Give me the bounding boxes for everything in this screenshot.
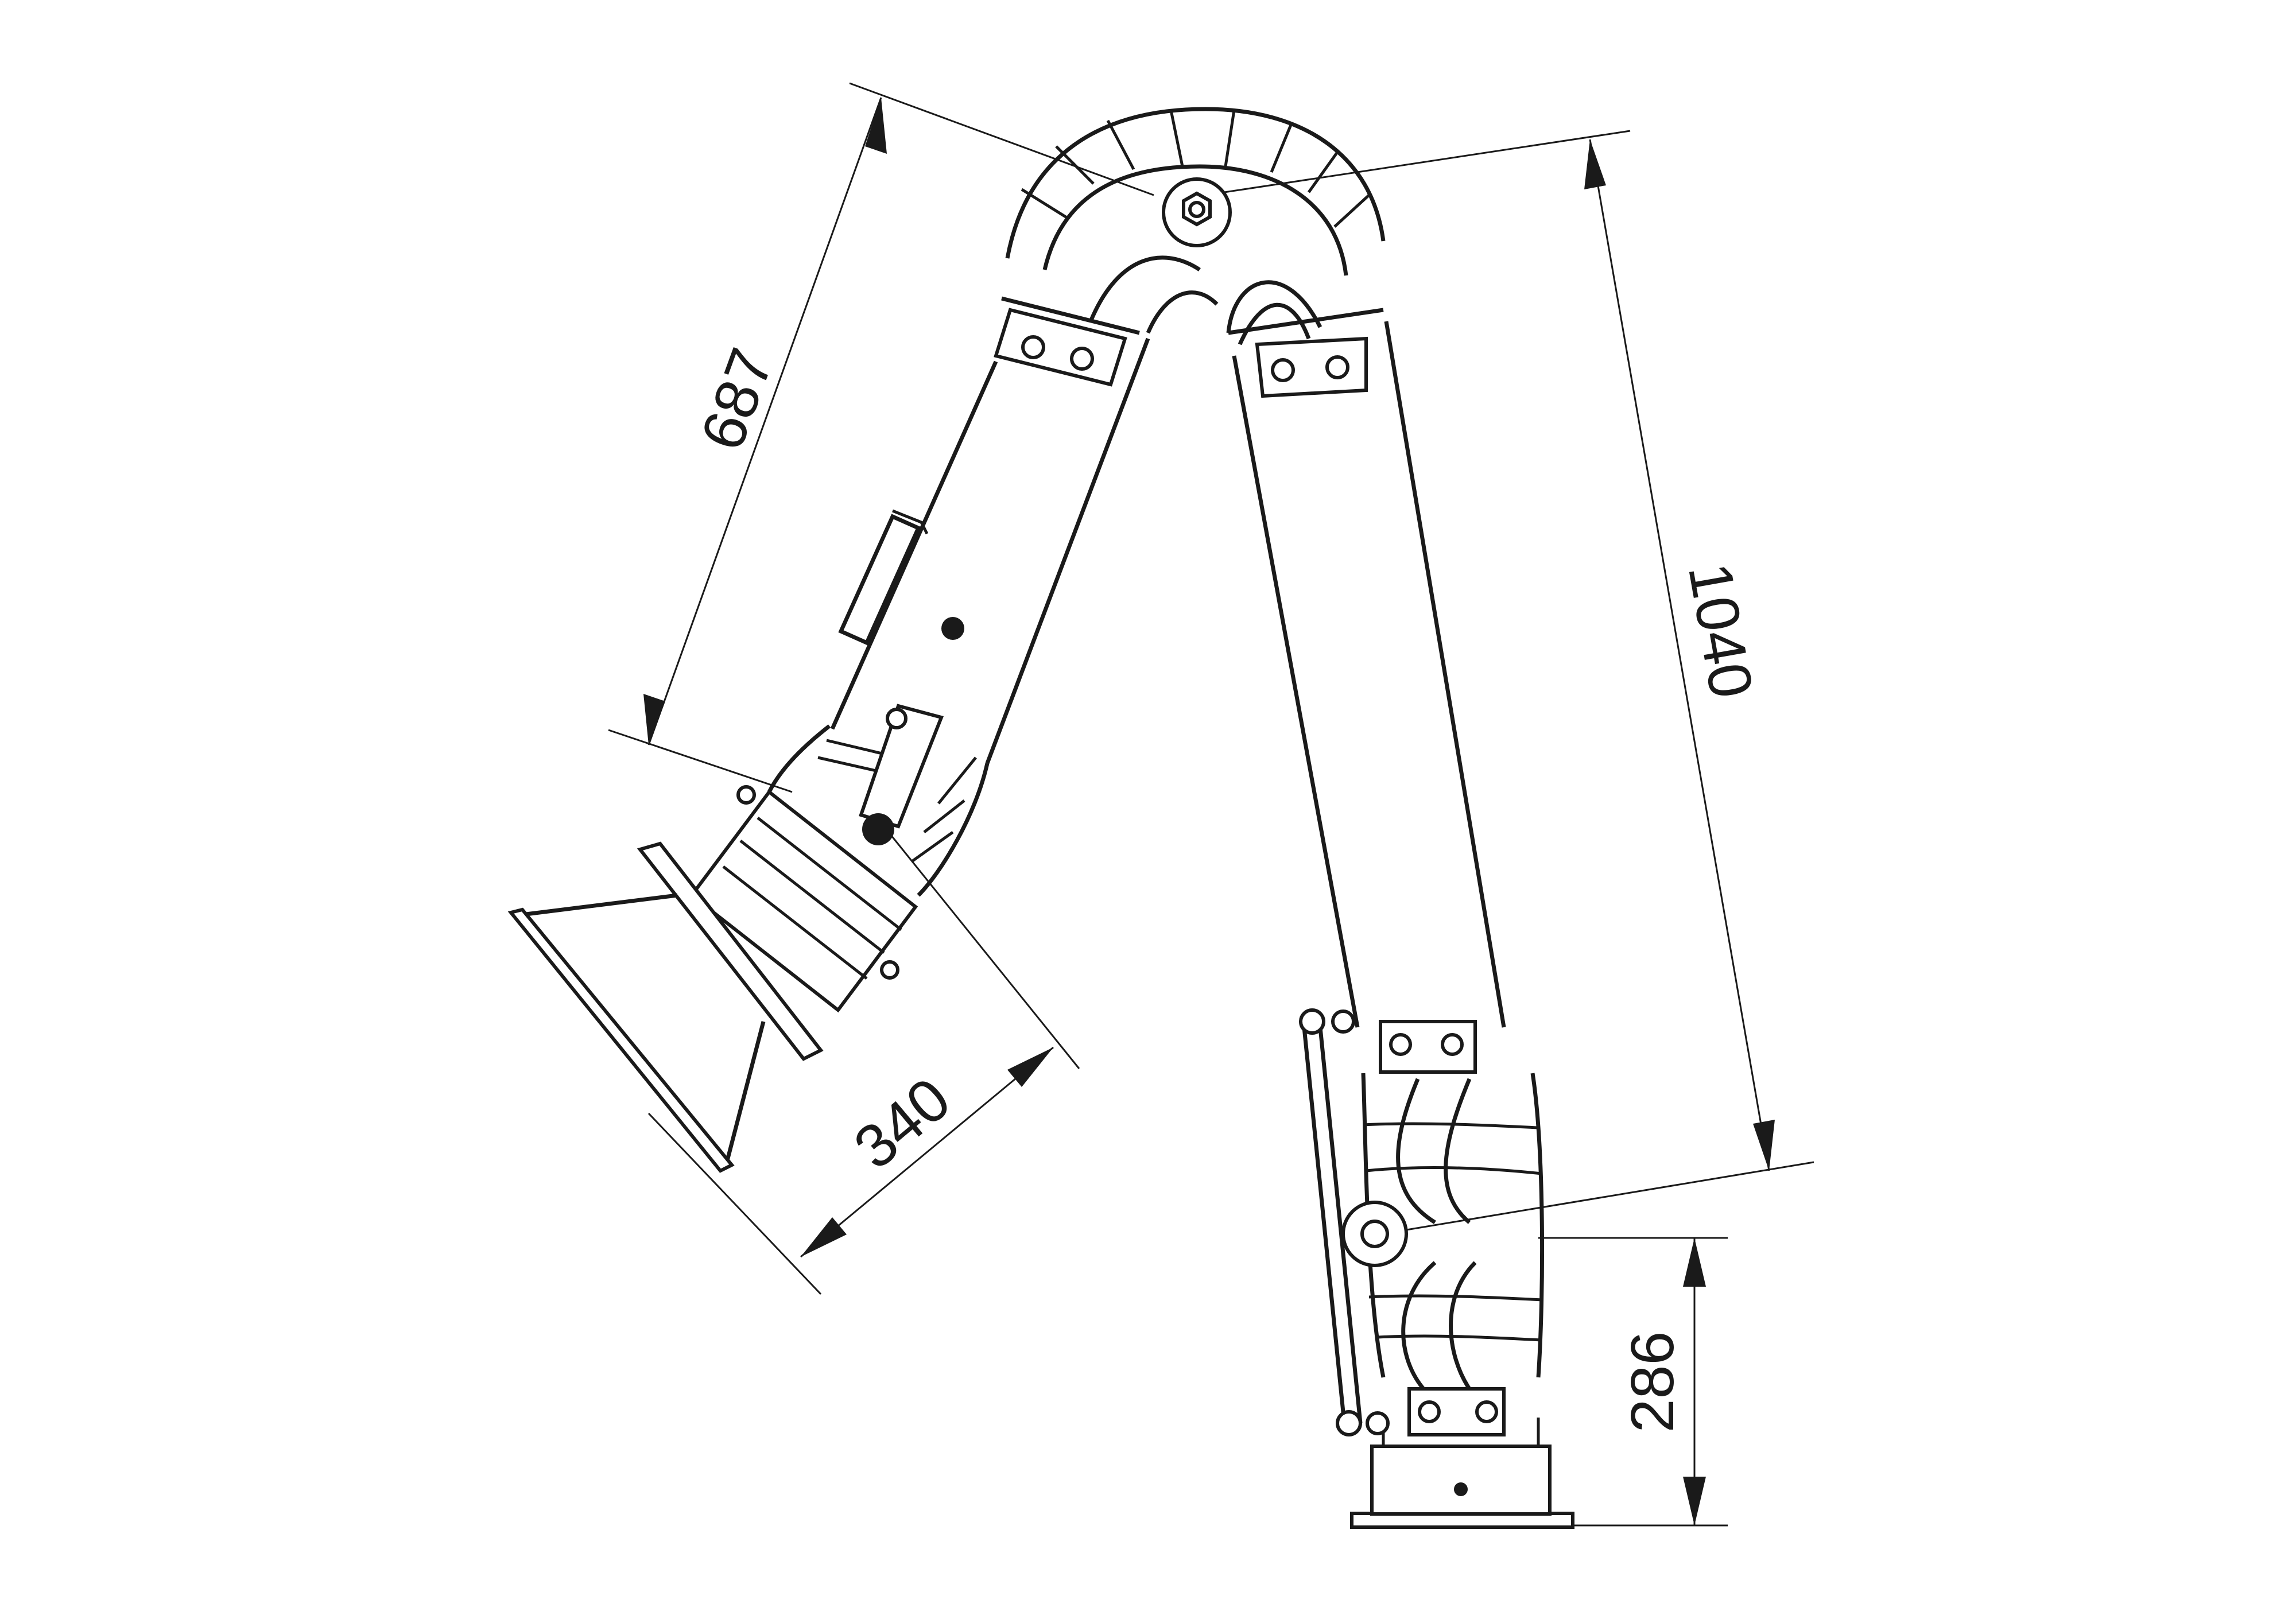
extension-line — [1205, 130, 1631, 196]
arm-screw — [941, 617, 964, 640]
dimension-label-286: 286 — [1619, 1331, 1686, 1433]
extension-line — [608, 729, 793, 793]
arrowhead — [1683, 1477, 1706, 1525]
arrowhead — [801, 1217, 847, 1257]
lever[interactable] — [859, 704, 944, 829]
base-screw — [1454, 1482, 1468, 1496]
mounting-base — [1350, 1418, 1574, 1529]
hood-mouth — [507, 907, 735, 1173]
gas-spring — [1302, 1027, 1347, 1424]
top-elbow-joint — [994, 107, 1386, 398]
extension-line — [647, 1112, 822, 1295]
dimension-687: 687 — [608, 82, 1154, 793]
joint-plate — [994, 308, 1127, 387]
hood-joint — [767, 704, 990, 897]
lower-arm-tube — [1232, 321, 1506, 1028]
extension-line — [849, 82, 1154, 196]
dimension-line — [1589, 139, 1770, 1171]
arrowhead — [1007, 1047, 1053, 1087]
extension-line — [883, 826, 1080, 1069]
dimension-label-687: 687 — [688, 340, 786, 459]
arrowhead — [1683, 1238, 1706, 1287]
extraction-hood — [507, 785, 918, 1173]
base-housing — [1370, 1445, 1552, 1516]
dimension-286: 286 — [1538, 1237, 1728, 1527]
extension-line — [1389, 1161, 1814, 1234]
dimension-label-1040: 1040 — [1676, 558, 1766, 703]
arrowhead — [1753, 1120, 1775, 1171]
dimension-label-340: 340 — [841, 1065, 963, 1182]
lever-pivot — [862, 813, 894, 845]
dimension-line — [800, 1046, 1054, 1258]
handle[interactable] — [838, 514, 921, 646]
arrowhead — [643, 694, 665, 745]
upper-arm-tube — [830, 337, 1150, 764]
arrowhead — [1584, 139, 1606, 189]
arrowhead — [865, 98, 887, 154]
hood-flange — [637, 841, 824, 1061]
dimension-line — [647, 97, 882, 746]
lower-joint — [1299, 1008, 1545, 1436]
